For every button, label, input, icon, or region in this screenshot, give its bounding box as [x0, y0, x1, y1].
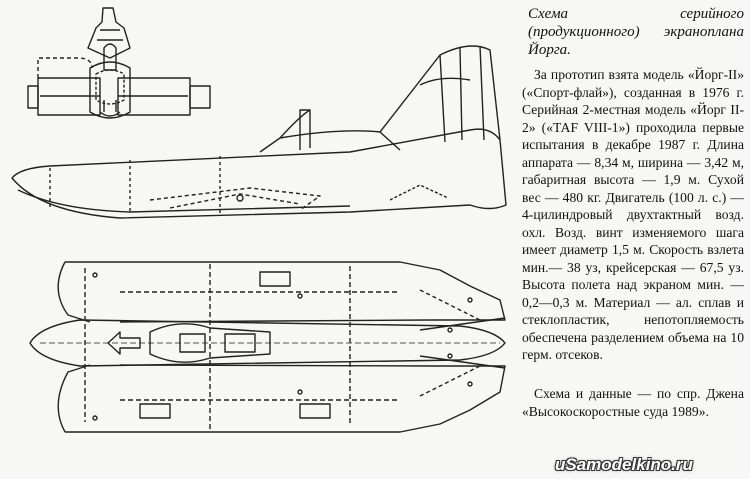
caption-title: Схема серийного (продукционного) экраноп… — [528, 6, 744, 58]
top-view — [29, 261, 506, 433]
craft-drawing — [11, 7, 507, 433]
front-view — [27, 7, 211, 119]
caption-source: Схема и данные — по спр. Джена «Высокоск… — [522, 386, 744, 419]
side-view — [11, 45, 507, 219]
caption-description: За прототип взята модель «Йорг-II» («Спо… — [522, 67, 744, 362]
caption-column: Схема серийного (продукционного) экраноп… — [518, 0, 746, 479]
watermark-text: uSamodelkino.ru — [555, 455, 693, 474]
